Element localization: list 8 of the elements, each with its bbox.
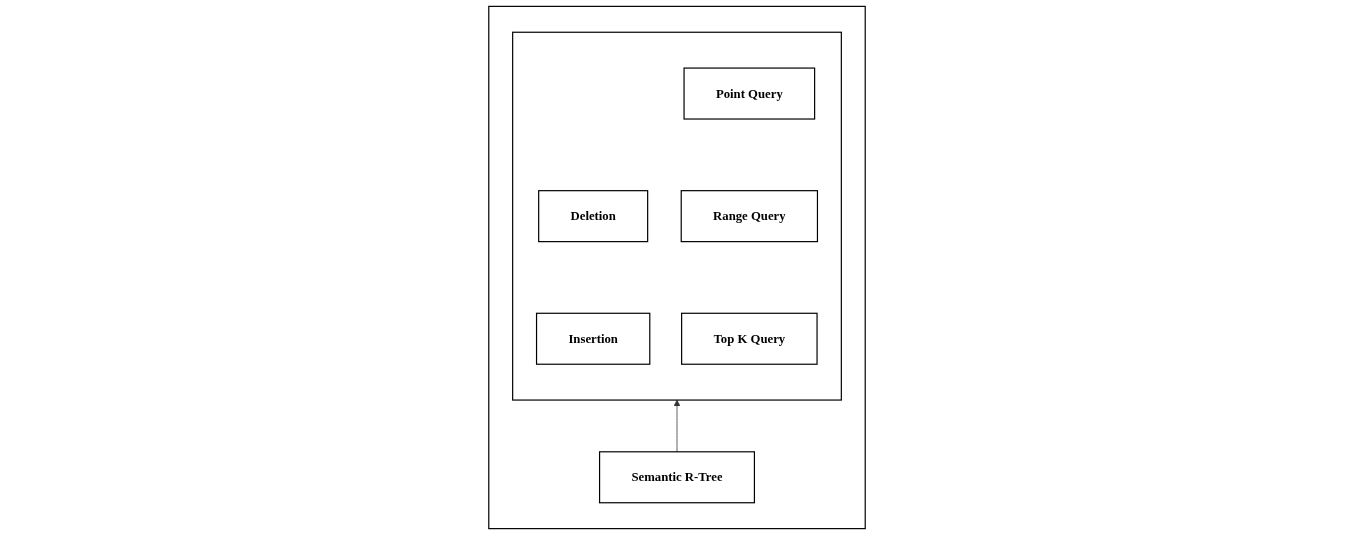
node-box: Insertion (535, 312, 651, 365)
cluster (488, 5, 866, 530)
node-box: Top K Query (681, 312, 818, 365)
node-box: Range Query (680, 190, 819, 243)
node-box: Semantic R-Tree (599, 451, 755, 504)
node-box: Deletion (538, 190, 649, 243)
node-box: Point Query (683, 67, 816, 120)
cluster (512, 31, 842, 401)
